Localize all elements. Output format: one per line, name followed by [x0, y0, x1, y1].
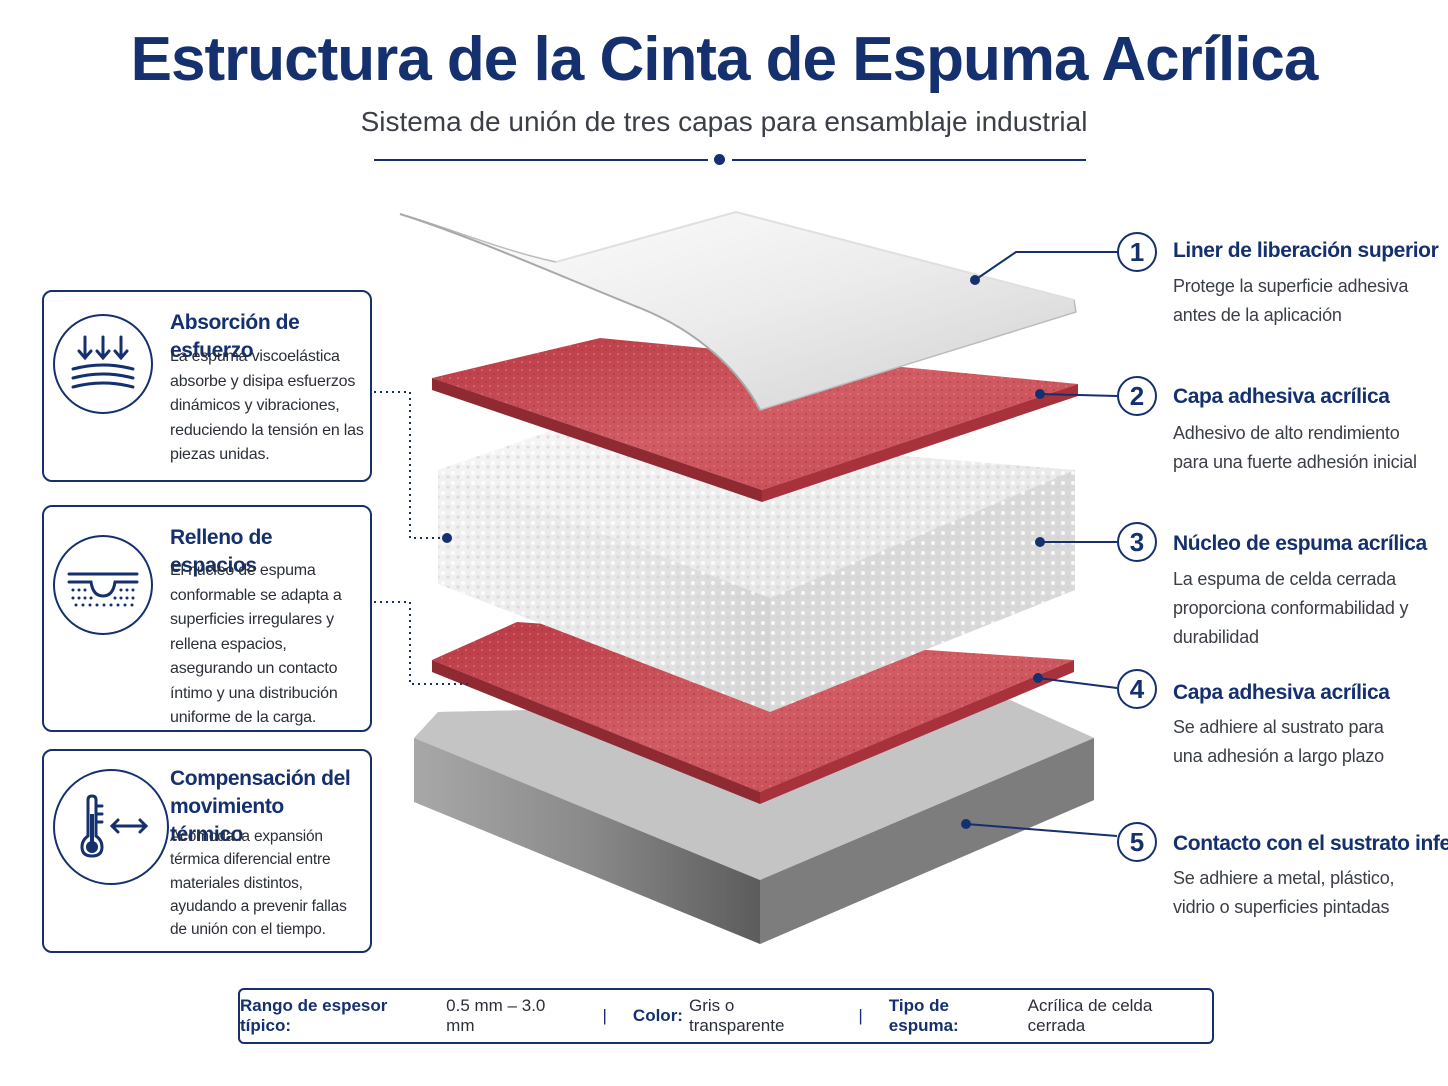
title-divider-right	[732, 159, 1086, 161]
benefit-card-thermal: Compensación del movimiento térmico Acom…	[42, 749, 372, 953]
bottom-adhesive-layer	[432, 622, 1074, 804]
stress-absorption-icon	[53, 314, 153, 414]
leader-dot-1	[970, 275, 980, 285]
page-title: Estructura de la Cinta de Espuma Acrílic…	[130, 25, 1319, 94]
leader-dot-3	[1035, 537, 1045, 547]
benefit-connectors	[374, 391, 470, 685]
layer-body-3: La espuma de celda cerrada proporciona c…	[1173, 569, 1409, 647]
leader-dot-4	[1033, 673, 1043, 683]
leader-line-2	[1039, 393, 1118, 397]
layer-title-4: Capa adhesiva acrílica	[1173, 681, 1390, 704]
layer-number-4: 4	[1117, 669, 1157, 709]
leader-dot-2	[1035, 389, 1045, 399]
benefit-title: Relleno de espacios	[170, 526, 273, 577]
leader-dot-5	[961, 819, 971, 829]
benefit-title: Absorción de esfuerzo	[170, 311, 300, 362]
layer-body-4: Se adhiere al sustrato para una adhesión…	[1173, 717, 1384, 766]
connector-stress	[374, 391, 446, 539]
leader-line-4	[1037, 677, 1118, 689]
leader-line-1	[974, 251, 1117, 281]
layer-number-5: 5	[1117, 822, 1157, 862]
benefit-body: Acomoda la expansión térmica diferencial…	[170, 828, 347, 939]
metal-substrate-layer	[414, 700, 1094, 944]
gap-filling-icon	[53, 535, 153, 635]
page-subtitle: Sistema de unión de tres capas para ensa…	[360, 106, 1088, 137]
footer-separator: |	[858, 1006, 863, 1025]
layer-number-1: 1	[1117, 232, 1157, 272]
layer-title-2: Capa adhesiva acrílica	[1173, 385, 1390, 408]
foam-type-value: Acrílica de celda cerrada	[1027, 996, 1153, 1035]
benefit-body: La espuma viscoelástica absorbe y disipa…	[170, 348, 364, 463]
leader-line-5	[965, 823, 1118, 837]
layer-number-3: 3	[1117, 522, 1157, 562]
leader-dots	[961, 275, 1045, 829]
color-value: Gris o transparente	[688, 996, 785, 1035]
foam-core-layer	[438, 428, 1075, 712]
footer-separator: |	[602, 1006, 607, 1025]
title-divider-dot	[714, 154, 725, 165]
layer-title-5: Contacto con el sustrato inferior	[1173, 832, 1448, 855]
layer-body-1: Protege la superficie adhesiva antes de …	[1173, 276, 1409, 325]
layer-body-2: Adhesivo de alto rendimiento para una fu…	[1173, 423, 1417, 472]
title-divider-left	[374, 159, 708, 161]
top-adhesive-layer	[432, 338, 1078, 502]
benefit-card-gap: Relleno de espacios El núcleo de espuma …	[42, 505, 372, 732]
layer-title-3: Núcleo de espuma acrílica	[1173, 532, 1427, 555]
color-label: Color:	[632, 1006, 683, 1025]
benefit-body: El núcleo de espuma conformable se adapt…	[170, 562, 342, 726]
connector-gap	[374, 601, 470, 685]
connector-dot	[442, 533, 452, 543]
thickness-label: Rango de espesor típico:	[240, 996, 388, 1035]
benefit-title: Compensación del movimiento térmico	[170, 767, 351, 846]
thickness-value: 0.5 mm – 3.0 mm	[446, 996, 546, 1035]
release-liner-layer	[399, 210, 1077, 411]
layer-title-1: Liner de liberación superior	[1173, 239, 1439, 262]
thermometer-arrows-icon	[53, 769, 169, 885]
foam-type-label: Tipo de espuma:	[888, 996, 959, 1035]
leader-lines	[965, 251, 1118, 837]
benefit-card-stress: Absorción de esfuerzo La espuma viscoelá…	[42, 290, 372, 482]
specs-footer: Rango de espesor típico: 0.5 mm – 3.0 mm…	[238, 988, 1214, 1044]
layer-body-5: Se adhiere a metal, plástico, vidrio o s…	[1173, 868, 1395, 917]
layer-number-2: 2	[1117, 376, 1157, 416]
